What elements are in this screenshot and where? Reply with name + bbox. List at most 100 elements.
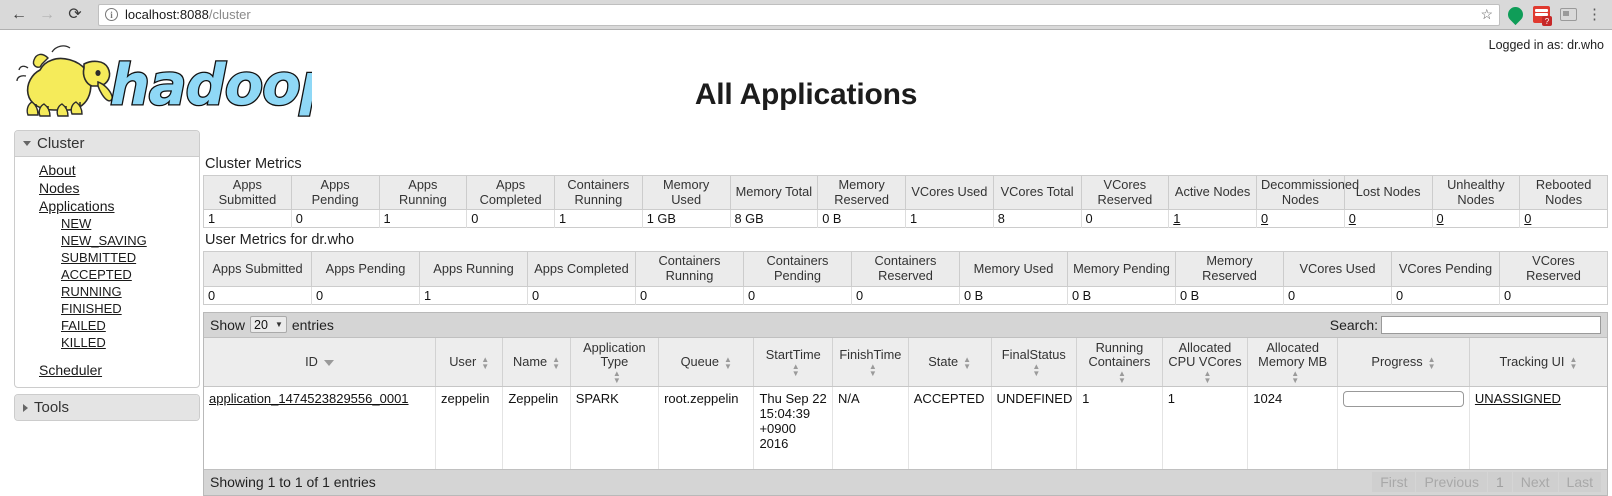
- val-active-nodes[interactable]: 1: [1168, 209, 1257, 228]
- th-user[interactable]: User▲▼: [435, 337, 504, 388]
- main-content: Cluster Metrics Apps Submitted Apps Pend…: [203, 156, 1608, 496]
- col-memory-reserved: Memory Reserved: [817, 175, 906, 211]
- cell-progress: [1337, 386, 1470, 469]
- entries-label: entries: [291, 316, 334, 333]
- th-running-containers[interactable]: Running Containers▲▼: [1076, 337, 1163, 388]
- cluster-panel: Cluster About Nodes Applications NEW NEW…: [14, 130, 200, 388]
- col-containers-running: Containers Running: [554, 175, 643, 211]
- col-memory-used: Memory Used: [642, 175, 731, 211]
- val-rebooted-nodes[interactable]: 0: [1519, 209, 1608, 228]
- browser-toolbar: ← → ⟳ i localhost:8088/cluster ☆ ? ⋮: [0, 0, 1612, 30]
- progress-bar: [1343, 391, 1464, 408]
- sidebar-item-accepted[interactable]: ACCEPTED: [61, 267, 132, 282]
- th-finalstatus[interactable]: FinalStatus▲▼: [991, 337, 1078, 388]
- extension-red-icon[interactable]: ?: [1533, 6, 1552, 26]
- sidebar-item-finished[interactable]: FINISHED: [61, 301, 122, 316]
- th-allocated-memory-mb[interactable]: Allocated Memory MB▲▼: [1247, 337, 1339, 388]
- cluster-metrics-table: Apps Submitted Apps Pending Apps Running…: [203, 175, 1608, 229]
- th-queue-label: Queue: [680, 354, 720, 370]
- cell-id: application_1474523829556_0001: [204, 386, 436, 469]
- tracking-ui-link[interactable]: UNASSIGNED: [1474, 391, 1561, 407]
- th-finishtime[interactable]: FinishTime▲▼: [832, 337, 909, 388]
- th-state[interactable]: State▲▼: [908, 337, 992, 388]
- th-starttime[interactable]: StartTime▲▼: [753, 337, 834, 388]
- th-progress[interactable]: Progress▲▼: [1337, 337, 1470, 388]
- col-decommissioned-nodes: Decommissioned Nodes: [1256, 175, 1359, 211]
- th-id[interactable]: ID: [204, 337, 436, 388]
- site-info-icon[interactable]: i: [105, 8, 118, 21]
- sidebar-item-running[interactable]: RUNNING: [61, 284, 122, 299]
- sidebar-item-nodes[interactable]: Nodes: [39, 180, 80, 196]
- page-next-button[interactable]: Next: [1512, 472, 1558, 493]
- page-length-control: Show 20 ▼ entries: [210, 316, 334, 334]
- hadoop-logo[interactable]: hadoop: [12, 38, 341, 120]
- sidebar-item-killed[interactable]: KILLED: [61, 335, 106, 350]
- val-apps-completed: 0: [466, 209, 555, 228]
- cell-finishtime: N/A: [832, 386, 909, 469]
- page-length-select[interactable]: 20 ▼: [250, 316, 287, 334]
- forward-arrow-icon[interactable]: →: [39, 5, 55, 23]
- sidebar-item-new[interactable]: NEW: [61, 216, 92, 231]
- page-previous-button[interactable]: Previous: [1416, 472, 1487, 493]
- sidebar-item-about[interactable]: About: [39, 162, 76, 178]
- sort-both-icon: ▲▼: [1032, 361, 1041, 378]
- page-title: All Applications: [694, 78, 918, 111]
- col-vcores-reserved: VCores Reserved: [1081, 175, 1170, 211]
- val-unhealthy-nodes[interactable]: 0: [1432, 209, 1521, 228]
- tools-panel-header[interactable]: Tools: [15, 395, 199, 420]
- sort-both-icon: ▲▼: [724, 354, 732, 371]
- chevron-down-icon: ▼: [274, 320, 283, 330]
- th-name[interactable]: Name▲▼: [502, 337, 571, 388]
- sidebar-item-submitted[interactable]: SUBMITTED: [61, 250, 137, 265]
- applications-header-row: ID User▲▼ Name▲▼ Application Type▲▼ Queu: [204, 337, 1607, 388]
- sort-both-icon: ▲▼: [552, 354, 561, 371]
- th-queue[interactable]: Queue▲▼: [658, 337, 755, 388]
- sort-both-icon: ▲▼: [1117, 369, 1126, 386]
- applications-table: ID User▲▼ Name▲▼ Application Type▲▼ Queu: [204, 337, 1607, 469]
- cell-starttime: Thu Sep 22 15:04:39 +0900 2016: [753, 386, 834, 469]
- page-number-1[interactable]: 1: [1487, 472, 1512, 493]
- sort-both-icon: ▲▼: [1203, 369, 1212, 386]
- val-lost-nodes[interactable]: 0: [1344, 209, 1433, 228]
- uval-containers-running: 0: [635, 286, 744, 305]
- ucol-containers-reserved: Containers Reserved: [851, 251, 960, 287]
- bookmark-star-icon[interactable]: ☆: [1480, 6, 1493, 22]
- col-memory-total: Memory Total: [730, 175, 819, 211]
- search-input[interactable]: [1381, 315, 1601, 334]
- cell-state: ACCEPTED: [908, 386, 992, 469]
- th-name-label: Name: [512, 354, 548, 370]
- ucol-memory-reserved: Memory Reserved: [1175, 251, 1284, 287]
- sort-both-icon: ▲▼: [481, 354, 490, 371]
- th-running-containers-label: Running Containers: [1088, 339, 1151, 370]
- th-application-type[interactable]: Application Type▲▼: [570, 337, 660, 388]
- th-allocated-cpu-vcores[interactable]: Allocated CPU VCores▲▼: [1162, 337, 1249, 388]
- application-id-link[interactable]: application_1474523829556_0001: [209, 391, 409, 407]
- page-first-button[interactable]: First: [1372, 472, 1416, 493]
- col-vcores-used: VCores Used: [905, 175, 994, 211]
- reload-icon[interactable]: ⟳: [68, 5, 82, 23]
- svg-text:hadoop: hadoop: [110, 53, 312, 118]
- sort-both-icon: ▲▼: [963, 354, 972, 371]
- th-application-type-label: Application Type: [583, 339, 646, 370]
- sort-both-icon: ▲▼: [612, 369, 621, 386]
- th-user-label: User: [449, 354, 477, 370]
- pagination: First Previous 1 Next Last: [1372, 472, 1601, 493]
- val-decommissioned-nodes[interactable]: 0: [1256, 209, 1345, 228]
- uval-memory-used: 0 B: [959, 286, 1068, 305]
- col-rebooted-nodes: Rebooted Nodes: [1519, 175, 1608, 211]
- cast-icon[interactable]: [1560, 8, 1577, 21]
- page-last-button[interactable]: Last: [1558, 472, 1601, 493]
- browser-menu-icon[interactable]: ⋮: [1587, 6, 1602, 23]
- cluster-panel-header[interactable]: Cluster: [15, 131, 199, 157]
- th-tracking-ui[interactable]: Tracking UI▲▼: [1469, 337, 1607, 388]
- col-active-nodes: Active Nodes: [1168, 175, 1257, 211]
- sidebar-item-new-saving[interactable]: NEW_SAVING: [61, 233, 147, 248]
- address-bar[interactable]: i localhost:8088/cluster ☆: [98, 3, 1500, 26]
- sidebar-item-scheduler[interactable]: Scheduler: [39, 362, 103, 378]
- sort-both-icon: ▲▼: [868, 361, 877, 378]
- back-arrow-icon[interactable]: ←: [11, 5, 27, 23]
- hangouts-icon[interactable]: [1504, 3, 1527, 26]
- sidebar-item-failed[interactable]: FAILED: [61, 318, 106, 333]
- col-lost-nodes: Lost Nodes: [1344, 175, 1433, 211]
- sidebar-item-applications[interactable]: Applications: [39, 198, 115, 214]
